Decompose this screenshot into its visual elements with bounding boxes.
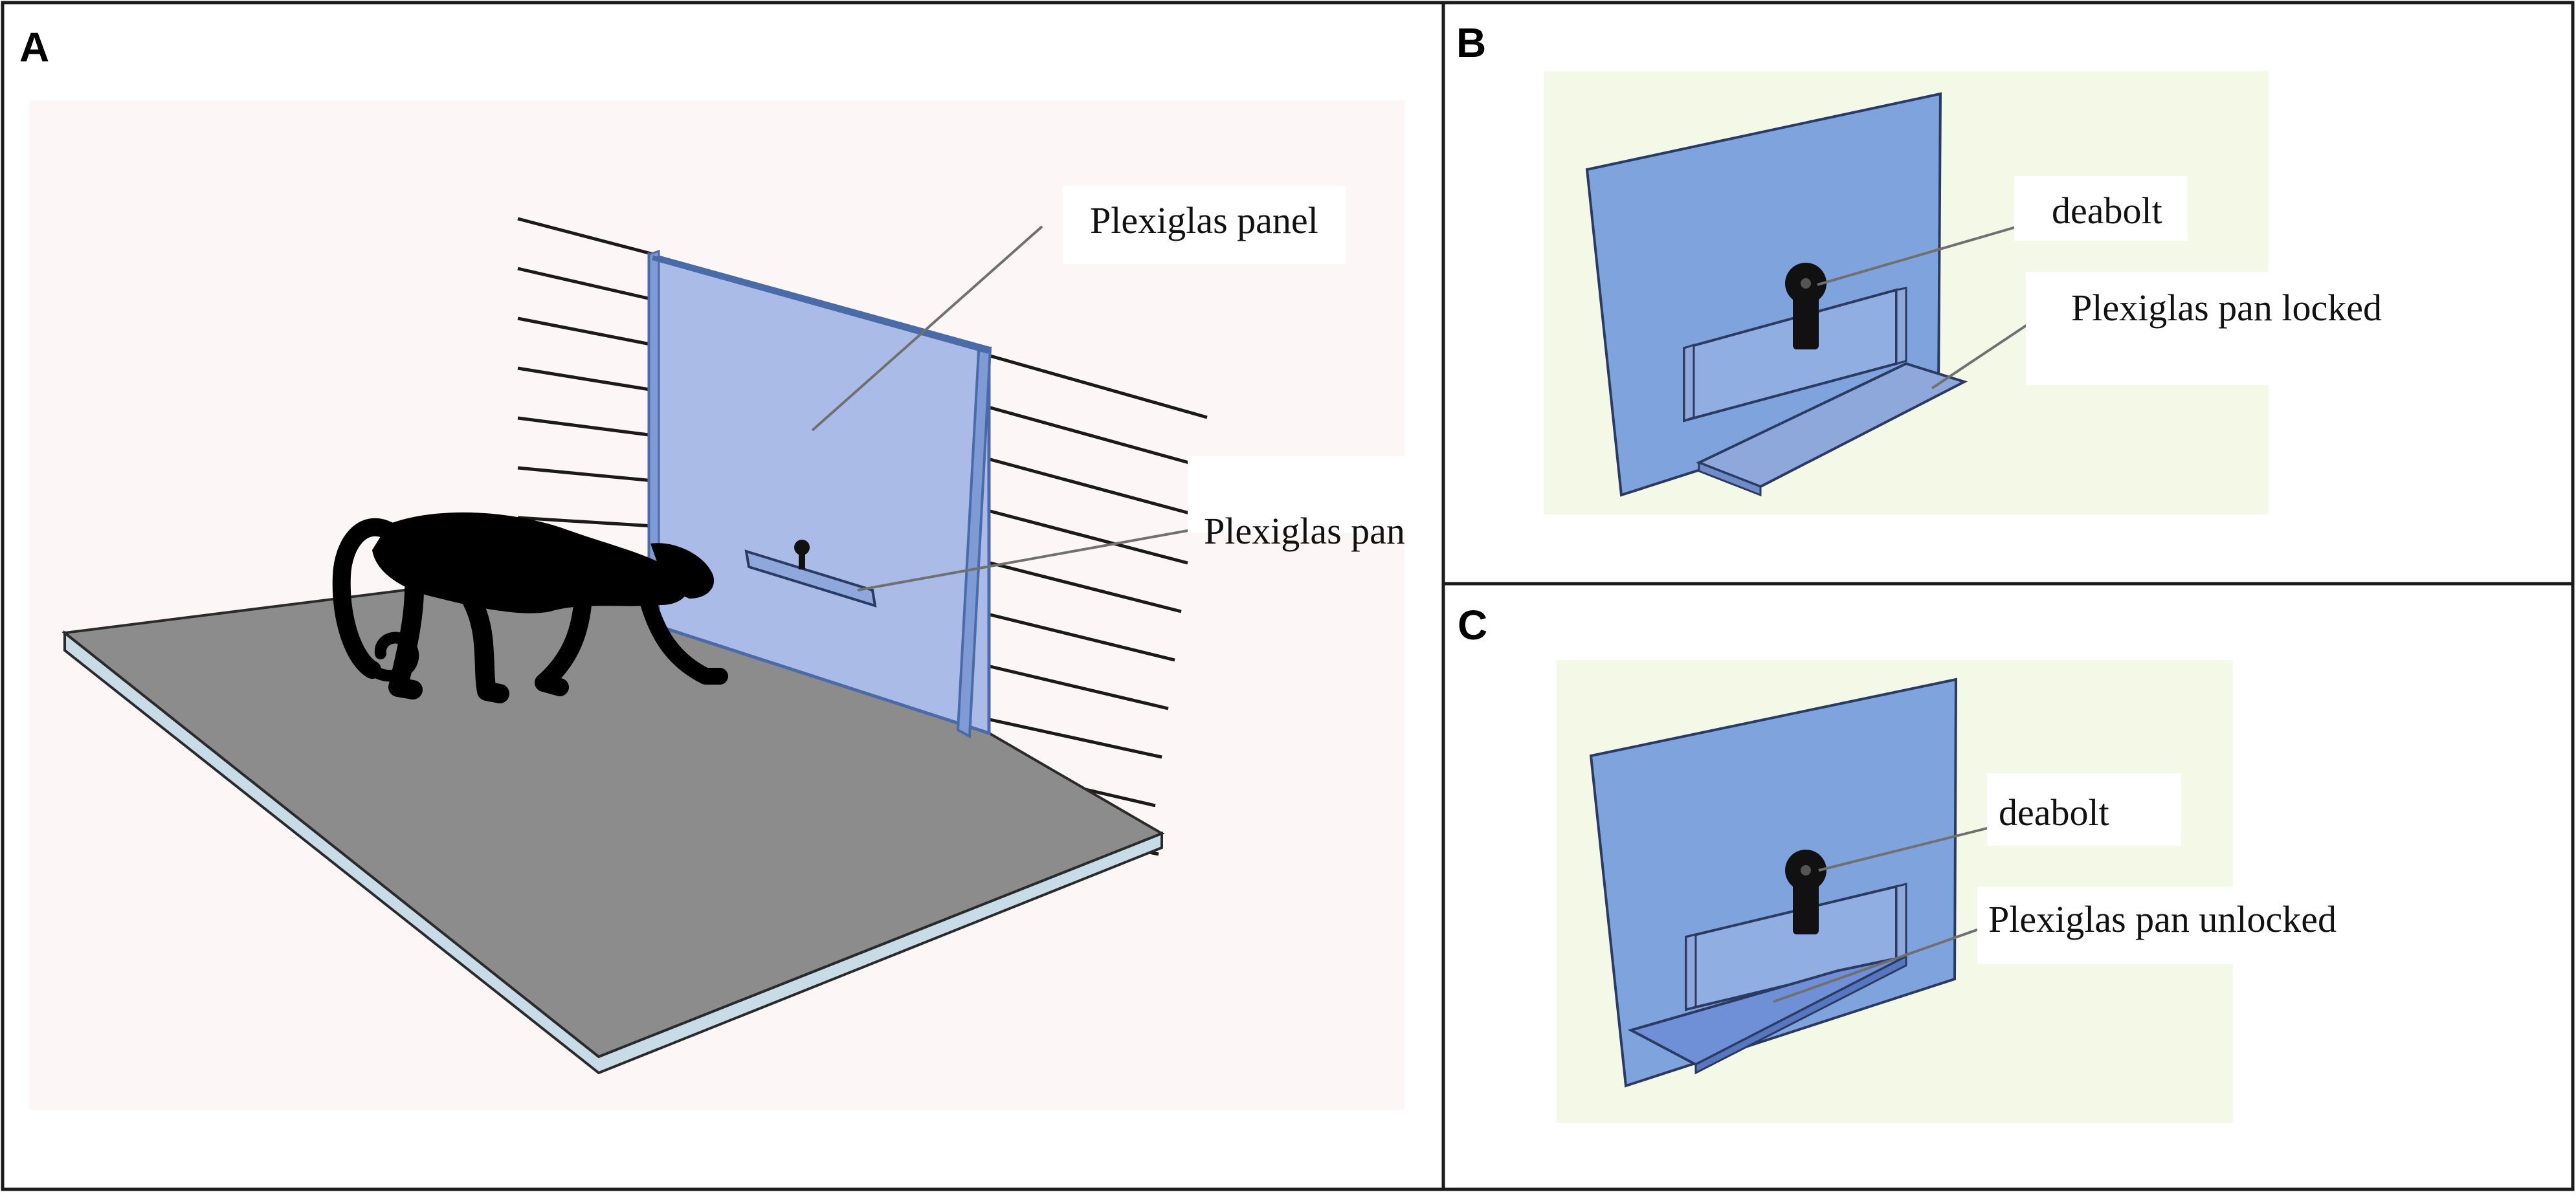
panel-b-letter: B bbox=[1456, 19, 1486, 66]
label-pan-unlocked: Plexiglas pan unlocked bbox=[1988, 898, 2337, 940]
leader-line-panel bbox=[811, 225, 1043, 432]
plexiglas-pan-small bbox=[744, 540, 877, 608]
deadbolt-b bbox=[1785, 263, 1827, 349]
label-deadbolt-c: deabolt bbox=[1999, 791, 2109, 833]
panel-a-letter: A bbox=[19, 24, 49, 71]
label-plexiglas-panel: Plexiglas panel bbox=[1090, 199, 1318, 241]
pan-locked bbox=[1683, 287, 1968, 497]
cage-bars-left bbox=[517, 217, 654, 528]
label-plexiglas-pan: Plexiglas pan bbox=[1204, 510, 1405, 552]
label-pan-locked: Plexiglas pan locked bbox=[2071, 287, 2382, 329]
panel-c: deabolt Plexiglas pan unlocked C bbox=[1441, 582, 2575, 1191]
panel-c-letter: C bbox=[1458, 602, 1487, 648]
leader-line-pan-c bbox=[1773, 927, 1981, 1003]
leader-line-bolt-b bbox=[1817, 222, 2030, 286]
pan-unlocked bbox=[1627, 883, 1907, 1075]
plexiglas-panel bbox=[647, 249, 992, 739]
leader-line-pan bbox=[857, 529, 1188, 591]
monkey-silhouette bbox=[332, 512, 728, 703]
panel-b: deabolt Plexiglas pan locked B bbox=[1441, 1, 2575, 586]
leader-line-bolt-c bbox=[1818, 824, 2001, 872]
deadbolt-c bbox=[1785, 850, 1827, 934]
label-deadbolt-b: deabolt bbox=[2052, 190, 2162, 232]
panel-a: Plexiglas panel Plexiglas pan A bbox=[1, 1, 1445, 1191]
